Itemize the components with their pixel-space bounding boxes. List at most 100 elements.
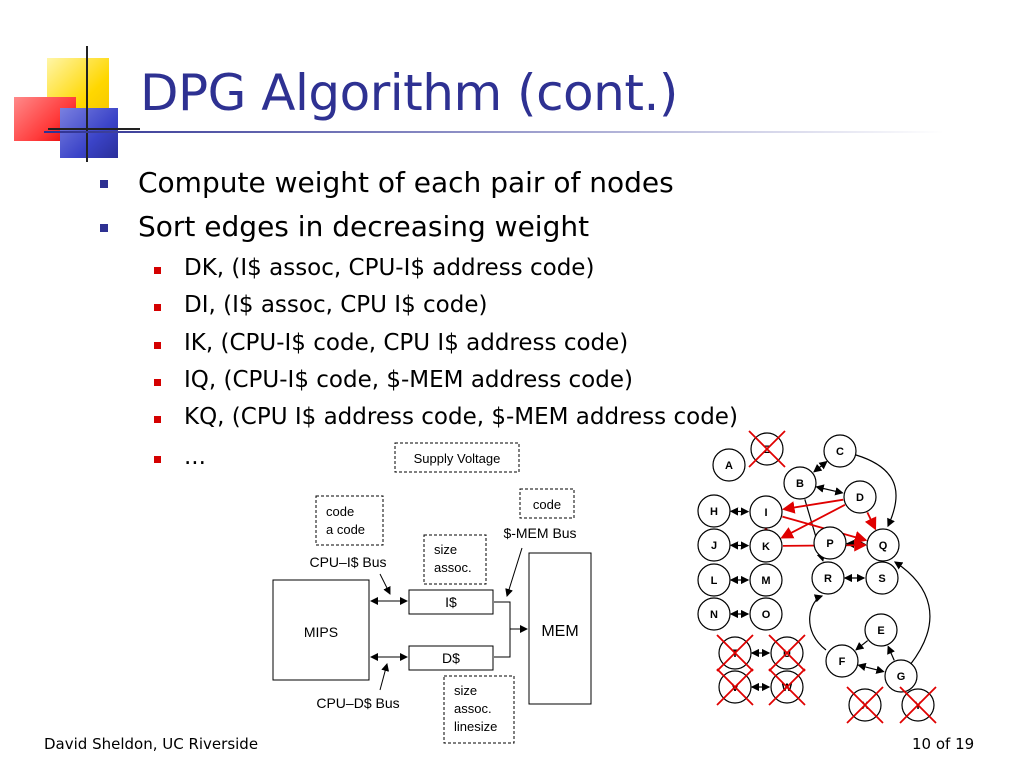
- icache-size-label: size: [434, 542, 457, 557]
- deco-blue-square: [60, 108, 118, 158]
- cache-mem-bus: [494, 601, 511, 658]
- cpu-i-addr-code-label: a code: [326, 522, 365, 537]
- mem-block: [528, 552, 592, 705]
- graph-node-f: F: [825, 644, 859, 678]
- cross-out-mark: [748, 430, 786, 468]
- graph-node-b: B: [783, 466, 817, 500]
- graph-node-c: C: [823, 434, 857, 468]
- graph-node-circle: [813, 526, 847, 560]
- mem-label: MEM: [541, 623, 578, 640]
- cross-out-mark: [768, 668, 806, 706]
- sub-bullet-text: KQ, (CPU I$ address code, $-MEM address …: [184, 404, 738, 430]
- graph-edge-f-r: [809, 594, 827, 651]
- graph-node-circle: [697, 563, 731, 597]
- footer-author: David Sheldon, UC Riverside: [44, 735, 259, 753]
- graph-node-i: I: [749, 495, 783, 529]
- graph-node-circle: [825, 644, 859, 678]
- graph-edge-g-e: [887, 645, 895, 661]
- bullet-text: Compute weight of each pair of nodes: [138, 166, 674, 199]
- graph-node-v: V: [716, 668, 754, 706]
- graph-node-circle: [783, 466, 817, 500]
- graph-node-label: C: [836, 446, 844, 458]
- icache-block: [408, 589, 494, 615]
- graph-edge-e-f: [855, 640, 869, 651]
- graph-edge-d-i: [781, 498, 844, 514]
- cross-out-mark: [846, 686, 884, 724]
- sub-bullet-text: ...: [184, 444, 206, 470]
- graph-node-j: J: [697, 528, 731, 562]
- graph-node-label: F: [839, 656, 846, 668]
- graph-node-label: B: [796, 478, 804, 490]
- graph-node-label: Q: [879, 540, 888, 552]
- icache-label: I$: [445, 594, 457, 610]
- cpu-i-code-label: code: [326, 504, 354, 519]
- mem-bus-label: $-MEM Bus: [503, 525, 576, 541]
- graph-node-label: G: [897, 671, 906, 683]
- dcache-linesize-label: linesize: [454, 719, 497, 734]
- graph-node-circle: [865, 561, 899, 595]
- graph-node-r: R: [811, 561, 845, 595]
- graph-node-circle: [697, 528, 731, 562]
- mips-block: [272, 579, 370, 681]
- sub-bullet-text: IK, (CPU-I$ code, CPU I$ address code): [184, 330, 629, 356]
- graph-node-o: O: [749, 597, 783, 631]
- footer-page-number: 10 of 19: [912, 735, 975, 753]
- graph-node-x: X: [846, 686, 884, 724]
- graph-node-circle: [884, 659, 918, 693]
- supply-voltage-label: Supply Voltage: [414, 451, 501, 466]
- deco-horizontal-line: [48, 128, 140, 130]
- sub-bullet-text: DK, (I$ assoc, CPU-I$ address code): [184, 255, 595, 281]
- sub-bullet-marker: [154, 267, 161, 274]
- graph-node-label: A: [725, 460, 733, 472]
- graph-node-g: G: [884, 659, 918, 693]
- icache-size-box: [423, 534, 487, 585]
- graph-node-circle: [866, 528, 900, 562]
- graph-node-l: L: [697, 563, 731, 597]
- dcache-size-label: size: [454, 683, 477, 698]
- sub-bullet-marker: [154, 416, 161, 423]
- graph-node-label: J: [711, 540, 717, 552]
- graph-edge-d-k: [780, 504, 846, 539]
- graph-node-label: E: [877, 625, 884, 637]
- graph-edge-p-q: [845, 539, 867, 549]
- graph-node-circle: [749, 529, 783, 563]
- graph-edge-g-q: [893, 561, 931, 666]
- graph-edge-f-g: [857, 662, 885, 674]
- graph-node-m: M: [749, 563, 783, 597]
- graph-node-label: K: [762, 541, 770, 553]
- graph-node-n: N: [697, 597, 731, 631]
- mem-code-box: [519, 488, 575, 519]
- graph-node-circle: [697, 597, 731, 631]
- cross-out-mark: [899, 686, 937, 724]
- graph-node-label: R: [824, 573, 832, 585]
- graph-node-s: S: [865, 561, 899, 595]
- architecture-diagram: Supply Voltage code a code code $-MEM Bu…: [272, 442, 592, 744]
- supply-voltage-box: [394, 442, 520, 473]
- graph-edge-d-q: [864, 511, 877, 531]
- graph-node-p: P: [813, 526, 847, 560]
- graph-node-circle: [697, 494, 731, 528]
- sub-bullet-text: IQ, (CPU-I$ code, $-MEM address code): [184, 367, 633, 393]
- cpu-d-bus-pointer: [379, 663, 390, 691]
- graph-node-label: P: [826, 538, 833, 550]
- graph-node-circle: [749, 495, 783, 529]
- graph-node-circle: [749, 563, 783, 597]
- sub-bullet-marker: [154, 304, 161, 311]
- dcache-size-box: [443, 675, 515, 744]
- cpu-d-bus-label: CPU–D$ Bus: [316, 695, 399, 711]
- graph-node-circle: [749, 597, 783, 631]
- sub-bullet-text: DI, (I$ assoc, CPU I$ code): [184, 292, 488, 318]
- cpu-i-code-box: [315, 495, 384, 546]
- dcache-assoc-label: assoc.: [454, 701, 492, 716]
- graph-node-w: W: [768, 668, 806, 706]
- cpu-i-bus-pointer: [379, 573, 391, 595]
- cpu-i-bus-label: CPU–I$ Bus: [309, 554, 386, 570]
- graph-edge-c-b: [813, 460, 828, 473]
- graph-node-label: N: [710, 609, 718, 621]
- graph-node-circle: [823, 434, 857, 468]
- bullet-text: Sort edges in decreasing weight: [138, 210, 590, 243]
- graph-node-circle: [843, 480, 877, 514]
- graph-node-label: I: [764, 507, 767, 519]
- sub-bullet-marker: [154, 342, 161, 349]
- graph-node-circle: [712, 448, 746, 482]
